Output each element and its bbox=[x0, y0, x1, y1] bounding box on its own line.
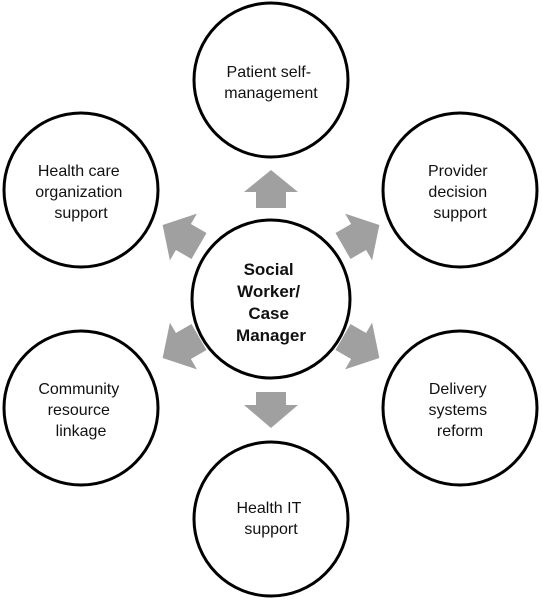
node-label-line: resource bbox=[48, 402, 110, 419]
node-circle bbox=[381, 329, 539, 487]
center-circle bbox=[190, 218, 352, 380]
node-label-line: Patient self- bbox=[227, 64, 311, 81]
arrow-up bbox=[244, 170, 298, 208]
node-health-care-organization-support: Health care organization support bbox=[2, 111, 160, 269]
arrow-down bbox=[244, 392, 298, 428]
node-label-line: organization bbox=[35, 184, 122, 201]
arrow-upper-right bbox=[335, 213, 380, 261]
node-provider-decision-support: Provider decision support bbox=[381, 111, 539, 269]
node-label: Health IT support bbox=[236, 500, 305, 538]
arrow-upper-left bbox=[162, 213, 207, 261]
center-label: Social Worker/ Case Manager bbox=[236, 260, 306, 345]
node-label: Health care organization support bbox=[35, 163, 127, 222]
node-community-resource-linkage: Community resource linkage bbox=[2, 329, 160, 487]
node-circle bbox=[2, 329, 160, 487]
center-label-line: Case bbox=[248, 304, 289, 323]
node-label: Patient self- management bbox=[224, 64, 318, 102]
node-label-line: support bbox=[433, 205, 487, 222]
node-health-it-support: Health IT support bbox=[192, 440, 350, 598]
node-label-line: linkage bbox=[56, 423, 107, 440]
center-node: Social Worker/ Case Manager bbox=[190, 218, 352, 380]
node-label-line: systems bbox=[428, 402, 487, 419]
node-label-line: Health IT bbox=[236, 500, 301, 517]
node-label-line: Delivery bbox=[429, 381, 487, 398]
center-label-line: Social bbox=[244, 260, 294, 279]
node-circle bbox=[192, 440, 350, 598]
node-circle bbox=[2, 111, 160, 269]
node-circle bbox=[192, 1, 350, 159]
node-label-line: Health care bbox=[38, 163, 120, 180]
node-delivery-systems-reform: Delivery systems reform bbox=[381, 329, 539, 487]
arrow-lower-right bbox=[335, 322, 380, 370]
node-label: Community resource linkage bbox=[38, 381, 123, 440]
node-circle bbox=[381, 111, 539, 269]
node-label: Delivery systems reform bbox=[428, 381, 491, 440]
node-label-line: support bbox=[54, 205, 108, 222]
node-label-line: Provider bbox=[428, 163, 488, 180]
center-label-line: Manager bbox=[236, 326, 306, 345]
node-label-line: management bbox=[224, 85, 318, 102]
arrows bbox=[162, 170, 380, 428]
node-label-line: reform bbox=[437, 423, 483, 440]
node-label-line: decision bbox=[428, 184, 487, 201]
node-label-line: Community bbox=[38, 381, 119, 398]
center-label-line: Worker/ bbox=[237, 282, 300, 301]
node-label: Provider decision support bbox=[428, 163, 492, 222]
arrow-lower-left bbox=[162, 322, 207, 370]
node-patient-self-management: Patient self- management bbox=[192, 1, 350, 159]
node-label-line: support bbox=[244, 521, 298, 538]
